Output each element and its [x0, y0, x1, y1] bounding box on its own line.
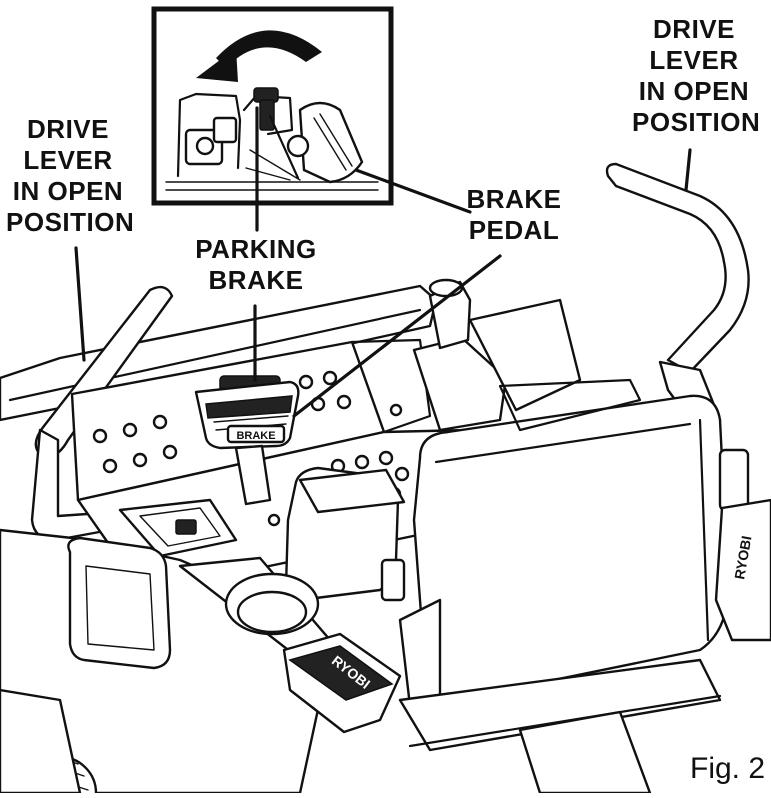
rotation-arrow-icon	[216, 30, 322, 68]
parking-brake-label: PARKING BRAKE	[194, 234, 318, 296]
left-armrest	[284, 466, 406, 602]
label-line: BRAKE	[466, 184, 562, 214]
label-line: POSITION	[632, 107, 761, 137]
label-line: IN OPEN	[638, 76, 750, 106]
label-line: LEVER	[23, 145, 113, 175]
arrowhead-icon	[196, 48, 238, 82]
brake-pedal-label: BRAKE PEDAL	[452, 184, 576, 246]
label-line: DRIVE	[27, 114, 109, 144]
label-line: DRIVE	[653, 14, 735, 44]
drive-lever-right-label: DRIVE LEVER IN OPEN POSITION	[632, 14, 761, 138]
front-console	[0, 528, 332, 798]
label-line: POSITION	[6, 207, 135, 237]
leader-lines	[74, 106, 692, 418]
figure-caption: Fig. 2	[686, 752, 770, 786]
parking-brake-and-pedal: BRAKE	[194, 375, 300, 506]
svg-text:RYOBI: RYOBI	[731, 535, 754, 581]
ryobi-badge: RYOBI	[282, 632, 402, 734]
label-line: LEVER	[649, 45, 739, 75]
parking-brake-detail-inset	[151, 6, 394, 206]
label-line: PEDAL	[468, 215, 560, 245]
drive-lever-left-label: DRIVE LEVER IN OPEN POSITION	[6, 114, 135, 238]
label-line: IN OPEN	[12, 176, 124, 206]
pedal-text: BRAKE	[236, 430, 275, 442]
label-line: BRAKE	[208, 265, 304, 295]
label-line: PARKING	[195, 234, 317, 264]
